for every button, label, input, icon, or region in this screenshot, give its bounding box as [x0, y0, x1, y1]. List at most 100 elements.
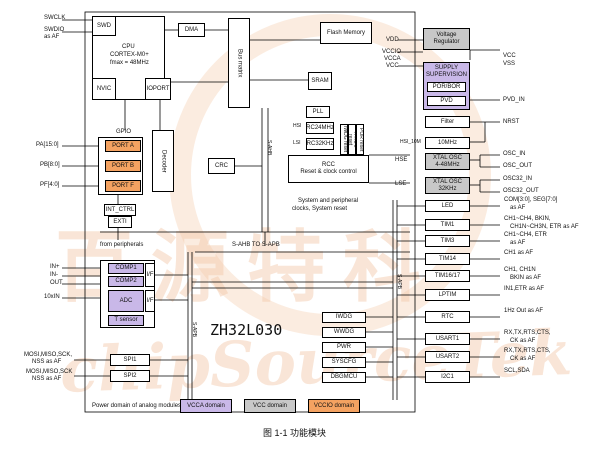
swd-block: SWD [92, 16, 116, 36]
vcca-label: VCCA [384, 56, 401, 62]
supply-line2: SUPERVISION [426, 71, 467, 78]
pin-spi1: MOSI,MISO,SCK, [24, 352, 73, 358]
comp1-block: COMP1 [108, 263, 144, 274]
xtal-lse-line1: XTAL OSC [432, 178, 462, 185]
ioport-block: IOPORT [145, 78, 171, 100]
pvd-block: PVD [427, 96, 466, 106]
vdd-label: VDD [386, 37, 399, 43]
rc32-block: RC32KHz [306, 138, 334, 150]
voltage-regulator: Voltage Regulator [423, 28, 470, 50]
gpio-frame [98, 137, 143, 195]
rcc-block: RCC Reset & clock control [288, 155, 369, 183]
bus-matrix-block: Bus matrix [228, 18, 250, 108]
por-bor-block: POR/BOR [427, 82, 466, 92]
nrst-label: NRST [503, 119, 520, 125]
right-periph-pin-9: SCL,SDA [504, 368, 530, 374]
vccio-label: VCCIO [382, 49, 402, 55]
rcc-title: RCC [322, 162, 335, 169]
cpu-fmax: fmax = 48MHz [110, 60, 149, 66]
crc-block: CRC [208, 158, 235, 174]
filter-block: Filter [425, 116, 470, 128]
right-periph-pin-5: IN1,ETR as AF [504, 286, 545, 292]
right-periph-5: LPTIM [425, 289, 470, 301]
pvd-in-label: PVD_IN [503, 97, 525, 103]
rcc-sys2: clocks, System reset [292, 206, 348, 212]
right-periph-4: TIM16/17 [425, 270, 470, 282]
pin-out: OUT [50, 280, 63, 286]
hsi-label: HSI [293, 123, 302, 129]
xtal-lse: XTAL OSC 32KHz [425, 177, 470, 194]
tsensor-block: T sensor [108, 315, 144, 326]
ahb-text: S-AHB [266, 140, 272, 156]
right-periph-pin2-0: as AF [510, 205, 526, 211]
right-periph-pin2-8: CK as AF [510, 356, 536, 362]
pin-pb: PB[8:0] [40, 162, 60, 168]
osc32-out-label: OSC32_OUT [503, 188, 539, 194]
ahb-apb-label: S-AHB TO S-APB [232, 242, 280, 248]
right-periph-pin2-2: as AF [510, 240, 526, 246]
vss-label: VSS [503, 61, 516, 67]
right-periph-pin2-7: CK as AF [510, 338, 536, 344]
apb2-text: S-APB [396, 274, 402, 290]
sram-block: SRAM [308, 72, 332, 90]
mid-periph-1: WWDG [322, 327, 366, 338]
rc24-block: RC24MHz [306, 122, 334, 134]
cpu-core: CORTEX-M0+ [110, 52, 149, 58]
pin-pa: PA[15:0] [36, 142, 59, 148]
right-periph-pin-3: CH1 as AF [504, 250, 534, 256]
mid-periph-0: IWDG [322, 312, 366, 323]
from-peripherals: from peripherals [100, 242, 144, 248]
comp2-block: COMP2 [108, 276, 144, 287]
legend-vcc: VCC domain [244, 399, 296, 413]
mid-periph-4: DBGMCU [322, 372, 366, 383]
vcc-out-label: VCC [503, 53, 516, 59]
right-periph-pin-4: CH1, CH1N [504, 267, 536, 273]
m10-block: 10MHz [425, 137, 470, 149]
rcc-sub: Reset & clock control [300, 169, 357, 175]
pin-swdio: SWDIO [44, 27, 65, 33]
apb1-label: S-APB [190, 322, 197, 337]
nvic-block: NVIC [92, 78, 116, 100]
lse-label: LSE [395, 181, 407, 187]
pin-spi2-nss: NSS as AF [32, 376, 62, 382]
if1-block: I/F [145, 263, 155, 287]
right-periph-2: TIM3 [425, 235, 470, 247]
pll-block: PLL [306, 106, 330, 118]
right-periph-3: TIM14 [425, 253, 470, 265]
cpu-title: CPU [122, 44, 135, 50]
rcc-sys: System and peripheral [298, 198, 359, 204]
right-periph-pin-8: RX,TX,RTS,CTS, [504, 348, 551, 354]
legend-vccio: VCCIO domain [308, 399, 360, 413]
flash-block: Flash Memory [320, 22, 372, 44]
right-periph-1: TIM1 [425, 219, 470, 231]
port-f: PORT F [105, 180, 141, 192]
xtal-lse-line2: 32KHz [438, 185, 457, 192]
mid-periph-3: SYSCFG [322, 357, 366, 368]
pin-10xin: 10xIN [44, 294, 60, 300]
iwdg-reset-tag: IWDG reset [340, 124, 348, 155]
right-periph-9: I2C1 [425, 371, 470, 383]
por-reset-label: POR reset [357, 127, 364, 152]
right-periph-pin-7: RX,TX,RTS,CTS, [504, 330, 551, 336]
osc-in-label: OSC_IN [503, 151, 526, 157]
xtal-hse: XTAL OSC 4-48MHz [425, 153, 470, 170]
supply-line1: SUPPLY [434, 65, 459, 71]
legend-vcca: VCCA domain [180, 399, 232, 413]
osc-out-label: OSC_OUT [503, 163, 533, 169]
pin-swclk: SWCLK [44, 15, 66, 21]
hsi-10m-label: HSI_10M [400, 139, 421, 145]
exti-block: EXTI [108, 216, 132, 228]
vcc-label: VCC [386, 63, 399, 69]
wwdg-reset-label: WWDG reset [347, 131, 359, 148]
decoder-block: Decoder [152, 130, 174, 192]
vreg-line1: Voltage [436, 32, 457, 39]
port-a: PORT A [105, 140, 141, 152]
right-periph-8: USART2 [425, 351, 470, 363]
hse-label: HSE [395, 157, 408, 163]
right-periph-pin2-1: CH1N~CH3N, ETR as AF [510, 224, 579, 230]
right-periph-pin-6: 1Hz Out as AF [504, 308, 544, 314]
pin-pf: PF[4:0] [40, 182, 60, 188]
right-periph-pin-2: CH1~CH4, ETR [504, 232, 547, 238]
legend-label: Power domain of analog modules: [92, 403, 183, 409]
